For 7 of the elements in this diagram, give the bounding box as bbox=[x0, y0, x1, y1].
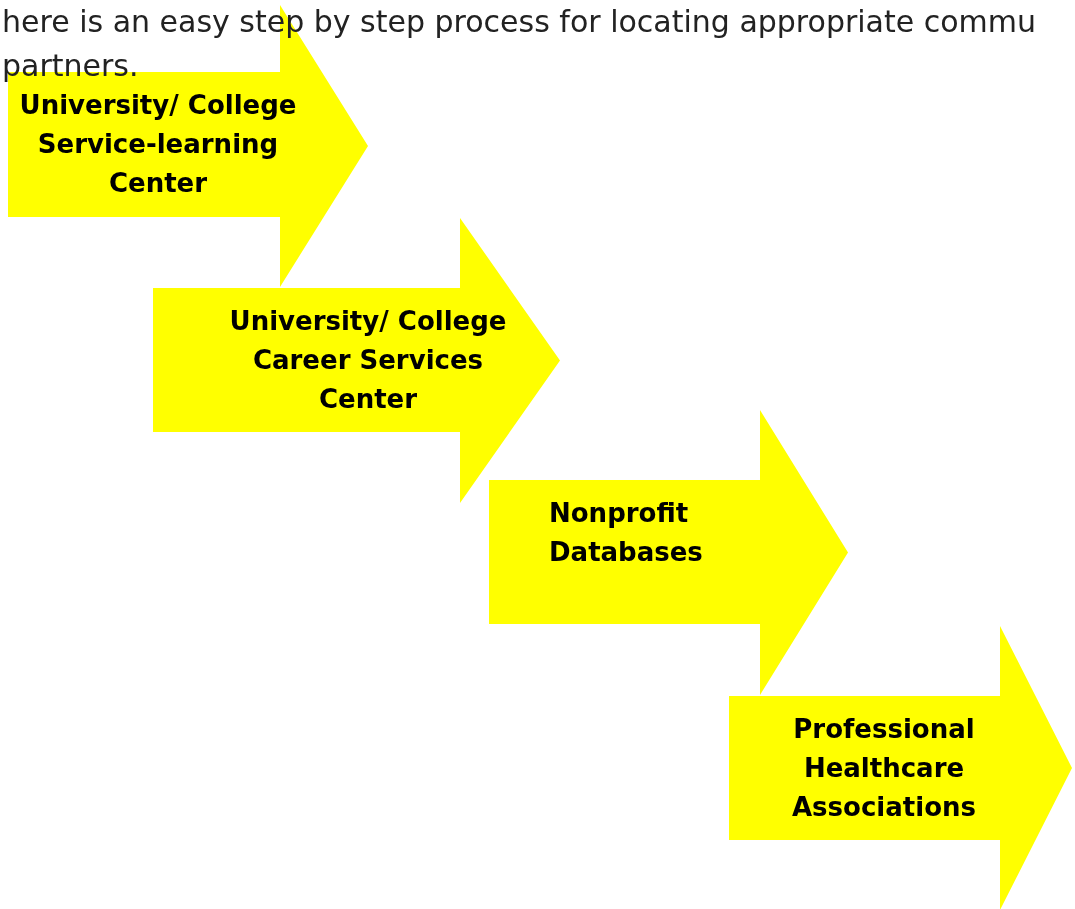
step-label: Nonprofit Databases bbox=[549, 496, 704, 569]
arrow-shape bbox=[153, 218, 560, 503]
arrow-shape bbox=[729, 626, 1072, 909]
arrow-shape bbox=[489, 410, 848, 695]
step-label: Professional Healthcare Associations bbox=[791, 712, 977, 824]
step-label: University/ College Career Services Center bbox=[228, 304, 508, 416]
step-label: University/ College Service-learning Center bbox=[18, 89, 298, 200]
